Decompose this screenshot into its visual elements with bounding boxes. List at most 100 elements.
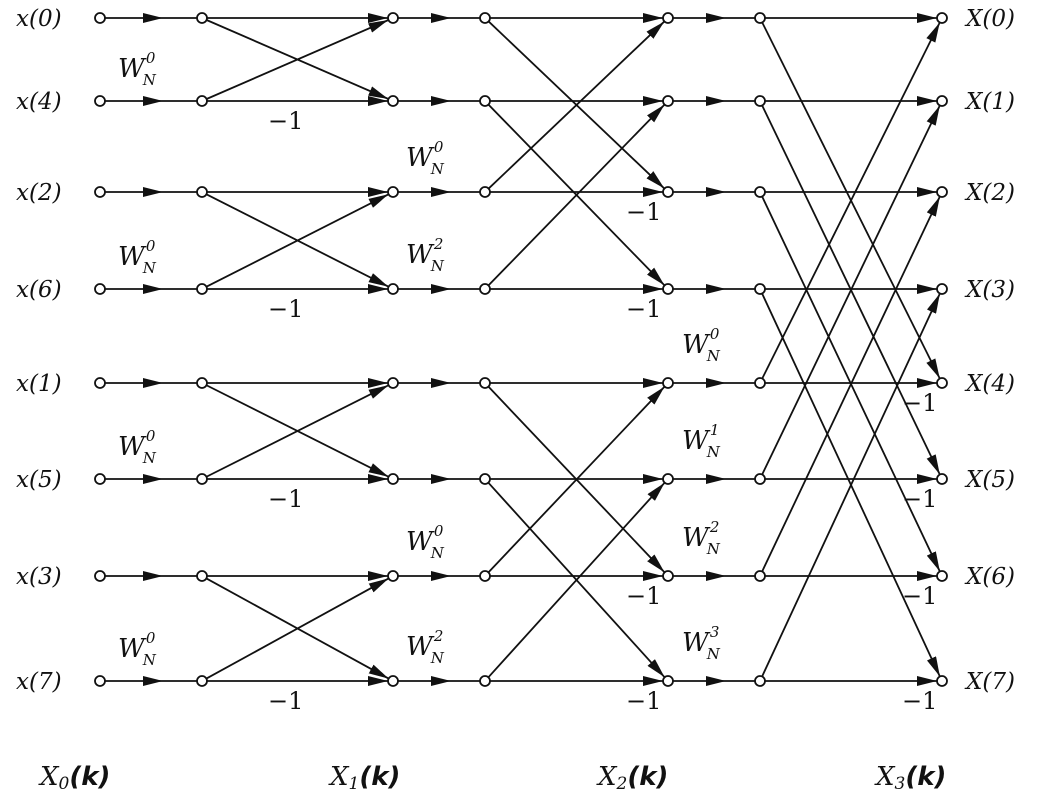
flow-node — [662, 473, 674, 485]
flow-node — [387, 675, 399, 687]
flow-node — [196, 473, 208, 485]
flow-node — [196, 570, 208, 582]
flow-node — [754, 675, 766, 687]
flow-node — [479, 12, 491, 24]
butterfly-cross-line — [761, 105, 941, 475]
minus-one-label: −1 — [902, 485, 937, 513]
flow-node — [936, 12, 948, 24]
flow-node — [387, 186, 399, 198]
butterfly-cross-line — [487, 386, 666, 573]
flow-node — [662, 186, 674, 198]
twiddle-factor: WN2 — [406, 627, 445, 667]
twiddle-factor: WN3 — [682, 623, 721, 663]
input-label: x(2) — [16, 180, 62, 206]
flow-node — [94, 570, 106, 582]
stage-label: X2(k) — [596, 762, 668, 794]
flow-node — [196, 675, 208, 687]
minus-one-label: −1 — [268, 687, 303, 715]
flow-node — [936, 377, 948, 389]
stage-label: X0(k) — [38, 762, 110, 794]
minus-one-label: −1 — [626, 687, 661, 715]
flow-node — [94, 12, 106, 24]
minus-one-label: −1 — [902, 687, 937, 715]
butterfly-cross-line — [206, 384, 389, 478]
flow-node — [662, 570, 674, 582]
flow-node — [479, 473, 491, 485]
flow-node — [936, 570, 948, 582]
butterfly-cross-line — [205, 577, 390, 680]
flow-node — [754, 283, 766, 295]
minus-one-label: −1 — [626, 295, 661, 323]
diagram-labels: x(0)x(4)x(2)x(6)x(1)x(5)x(3)x(7)X(0)X(1)… — [16, 6, 1015, 794]
butterfly-cross-line — [206, 193, 389, 288]
flow-node — [754, 12, 766, 24]
flow-nodes — [94, 12, 948, 687]
output-label: X(6) — [964, 564, 1015, 590]
twiddle-factor: WN0 — [682, 325, 721, 365]
flow-node — [662, 377, 674, 389]
output-label: X(0) — [964, 6, 1015, 32]
minus-one-label: −1 — [902, 582, 937, 610]
flow-node — [479, 283, 491, 295]
flow-node — [387, 283, 399, 295]
input-label: x(1) — [16, 371, 62, 397]
butterfly-cross-line — [487, 482, 666, 678]
flow-node — [479, 675, 491, 687]
minus-one-label: −1 — [902, 389, 937, 417]
flow-node — [196, 377, 208, 389]
flow-node — [754, 473, 766, 485]
butterfly-cross-line — [488, 20, 665, 190]
flow-node — [936, 473, 948, 485]
flow-node — [936, 283, 948, 295]
flow-node — [662, 675, 674, 687]
flow-node — [94, 186, 106, 198]
minus-one-label: −1 — [268, 295, 303, 323]
flow-node — [936, 95, 948, 107]
twiddle-factor: WN0 — [406, 522, 445, 562]
butterfly-cross-line — [761, 22, 941, 379]
minus-one-label: −1 — [626, 198, 661, 226]
flow-node — [196, 95, 208, 107]
input-label: x(5) — [16, 467, 62, 493]
flow-node — [94, 675, 106, 687]
input-label: x(0) — [16, 6, 62, 32]
twiddle-factor: WN2 — [682, 518, 721, 558]
flow-node — [754, 570, 766, 582]
output-label: X(2) — [964, 180, 1015, 206]
flow-node — [936, 675, 948, 687]
twiddle-factor: WN1 — [682, 421, 721, 461]
flow-node — [387, 473, 399, 485]
input-label: x(3) — [16, 564, 62, 590]
signal-flow-lines — [105, 13, 941, 686]
input-label: x(6) — [16, 277, 62, 303]
flow-node — [387, 377, 399, 389]
minus-one-label: −1 — [268, 107, 303, 135]
twiddle-factor: WN0 — [406, 138, 445, 178]
stage-label: X3(k) — [874, 762, 946, 794]
flow-node — [387, 12, 399, 24]
flow-node — [754, 95, 766, 107]
flow-node — [479, 570, 491, 582]
flow-node — [662, 12, 674, 24]
flow-node — [196, 12, 208, 24]
twiddle-factor: WN0 — [118, 427, 157, 467]
twiddle-factor: WN2 — [406, 235, 445, 275]
flow-node — [94, 377, 106, 389]
twiddle-factor: WN0 — [118, 629, 157, 669]
output-label: X(5) — [964, 467, 1015, 493]
twiddle-factor: WN0 — [118, 237, 157, 277]
butterfly-cross-line — [761, 293, 941, 677]
flow-node — [754, 377, 766, 389]
flow-node — [196, 283, 208, 295]
flow-node — [936, 186, 948, 198]
flow-node — [387, 570, 399, 582]
stage-label: X1(k) — [328, 762, 400, 794]
minus-one-label: −1 — [268, 485, 303, 513]
input-label: x(7) — [16, 669, 62, 695]
flow-node — [94, 95, 106, 107]
twiddle-factor: WN0 — [118, 49, 157, 89]
butterfly-cross-line — [487, 103, 666, 287]
flow-node — [754, 186, 766, 198]
butterfly-cross-line — [761, 196, 941, 572]
output-label: X(4) — [964, 371, 1015, 397]
